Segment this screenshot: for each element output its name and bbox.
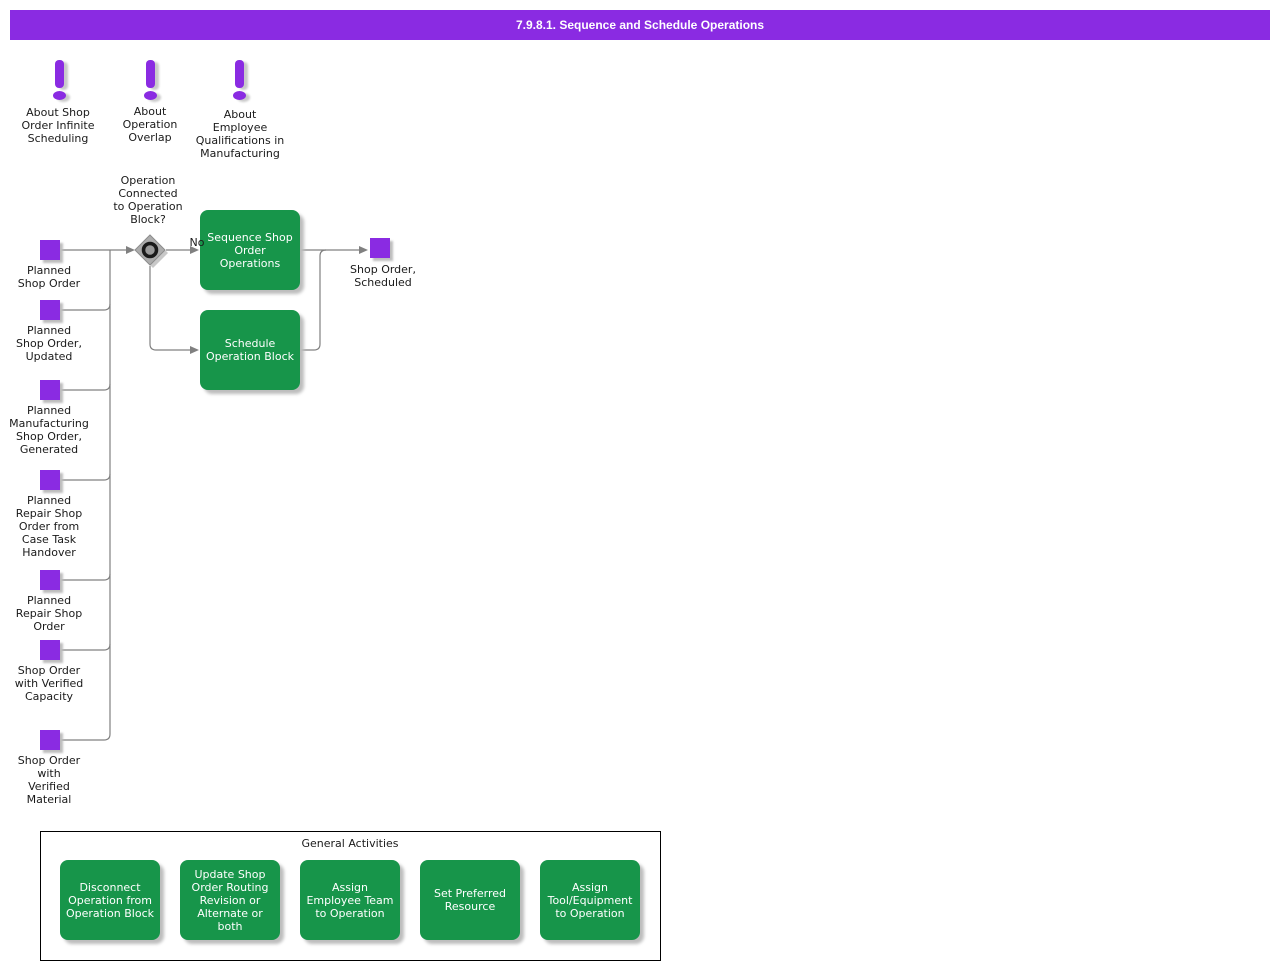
decision-question-label: Operation Connected to Operation Block? (113, 174, 183, 226)
input-node-planned-manufacturing-shop-order[interactable] (40, 380, 60, 400)
arrowheads (126, 246, 368, 354)
connector-line (58, 733, 111, 741)
note-link-about-operation-overlap[interactable]: About Operation Overlap (122, 105, 178, 144)
arrowhead-icon (359, 246, 368, 254)
activity-set-preferred-resource[interactable]: Set Preferred Resource (420, 860, 520, 940)
exclamation-icon[interactable] (233, 91, 246, 100)
input-label[interactable]: Planned Repair Shop Order from Case Task… (15, 494, 83, 559)
exclamation-icon[interactable] (144, 91, 157, 100)
decision-branch-label-no: No (189, 236, 205, 249)
input-label[interactable]: Planned Manufacturing Shop Order, Genera… (9, 404, 89, 456)
note-link-about-shop-order-infinite-scheduling[interactable]: About Shop Order Infinite Scheduling (21, 106, 95, 145)
connector-circle-icon (141, 241, 159, 259)
connector-line (58, 383, 111, 391)
input-label[interactable]: Shop Order with Verified Material (17, 754, 81, 806)
activity-assign-tool-equipment-to-operation[interactable]: Assign Tool/Equipment to Operation (540, 860, 640, 940)
input-node-shop-order-verified-material[interactable] (40, 730, 60, 750)
arrowhead-icon (190, 246, 199, 254)
title-bar: 7.9.8.1. Sequence and Schedule Operation… (10, 10, 1270, 40)
activity-disconnect-operation-from-operation-block[interactable]: Disconnect Operation from Operation Bloc… (60, 860, 160, 940)
connector-line (149, 266, 192, 351)
exclamation-icon[interactable] (53, 91, 66, 100)
activity-schedule-operation-block[interactable]: Schedule Operation Block (200, 310, 300, 390)
arrowhead-icon (190, 346, 199, 354)
input-label[interactable]: Planned Repair Shop Order (15, 594, 83, 633)
activity-update-shop-order-routing-revision[interactable]: Update Shop Order Routing Revision or Al… (180, 860, 280, 940)
exclamation-icon[interactable] (235, 60, 244, 88)
input-node-planned-repair-shop-order[interactable] (40, 570, 60, 590)
input-node-planned-repair-shop-order-handover[interactable] (40, 470, 60, 490)
decision-diamond (134, 234, 168, 268)
page-title: 7.9.8.1. Sequence and Schedule Operation… (515, 17, 765, 32)
note-link-about-employee-qualifications[interactable]: About Employee Qualifications in Manufac… (195, 108, 285, 160)
input-node-planned-shop-order[interactable] (40, 240, 60, 260)
input-label[interactable]: Planned Shop Order, Updated (16, 324, 82, 363)
input-label[interactable]: Shop Order with Verified Capacity (14, 664, 84, 703)
connector-line (58, 303, 111, 311)
input-label[interactable]: Planned Shop Order (17, 264, 81, 290)
output-node-shop-order-scheduled[interactable] (370, 238, 390, 258)
exclamation-icon[interactable] (146, 60, 155, 88)
activity-sequence-shop-order-operations[interactable]: Sequence Shop Order Operations (200, 210, 300, 290)
general-activities-title: General Activities (301, 837, 399, 850)
connector-line (58, 573, 111, 581)
activity-assign-employee-team-to-operation[interactable]: Assign Employee Team to Operation (300, 860, 400, 940)
connector-line (300, 249, 327, 351)
input-node-shop-order-verified-capacity[interactable] (40, 640, 60, 660)
connector-line (58, 473, 111, 481)
exclamation-icon[interactable] (55, 60, 64, 88)
connector-lines (58, 249, 361, 741)
output-label[interactable]: Shop Order, Scheduled (350, 263, 416, 289)
arrowhead-icon (126, 246, 135, 254)
input-node-planned-shop-order-updated[interactable] (40, 300, 60, 320)
connector-line (58, 643, 111, 651)
